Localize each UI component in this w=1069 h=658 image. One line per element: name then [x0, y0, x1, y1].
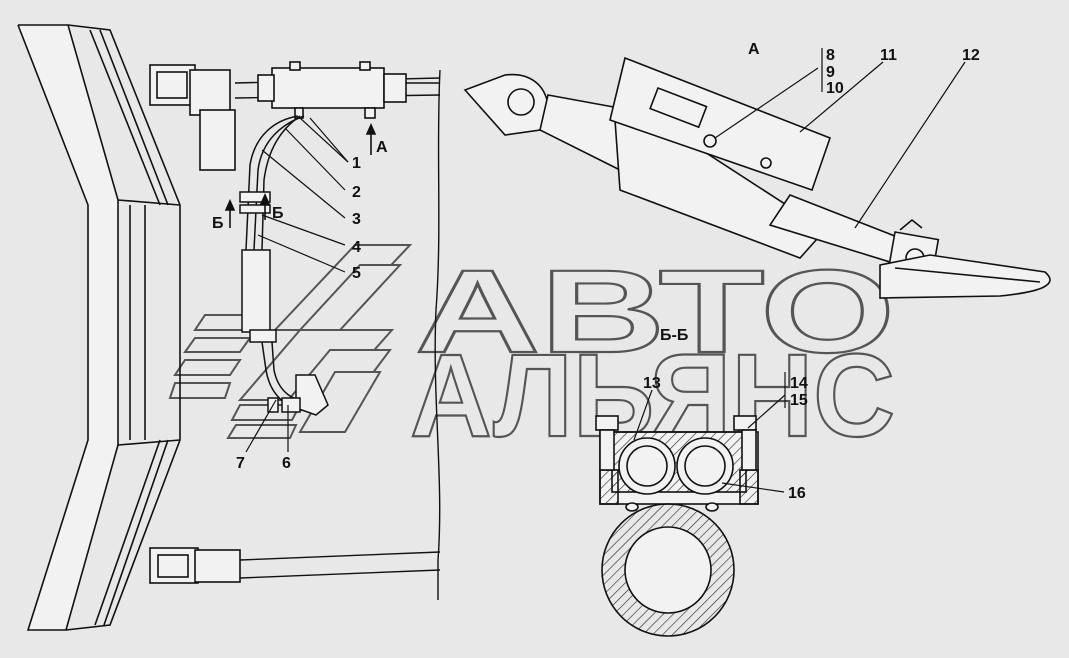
callout-5: 5 — [352, 265, 361, 282]
callout-leaders-section — [633, 372, 786, 493]
section-arrows — [224, 123, 377, 228]
section-bb-title: Б-Б — [660, 327, 688, 344]
callout-14: 14 — [790, 375, 808, 392]
callout-9: 9 — [826, 64, 835, 81]
callout-12: 12 — [962, 47, 980, 64]
callout-10: 10 — [826, 80, 844, 97]
view-a-title: А — [748, 41, 760, 58]
watermark-logo: АВТО АЛЬЯНС — [168, 244, 896, 463]
section-b-right-label: Б — [272, 205, 284, 222]
callout-3: 3 — [352, 211, 361, 228]
callout-16: 16 — [788, 485, 806, 502]
callout-2: 2 — [352, 184, 361, 201]
callout-13: 13 — [643, 375, 661, 392]
callout-leaders-left — [245, 117, 349, 453]
section-bb-drawing — [595, 415, 759, 637]
callout-1: 1 — [352, 155, 361, 172]
callout-6: 6 — [282, 455, 291, 472]
callout-7: 7 — [236, 455, 245, 472]
view-a-marker: А — [376, 139, 388, 156]
hydraulic-cylinder-top — [257, 61, 407, 119]
callout-leaders-right — [714, 48, 966, 229]
section-b-left-label: Б — [212, 215, 224, 232]
view-labels: А А Б Б Б-Б — [212, 41, 760, 344]
dozer-blade — [17, 24, 241, 631]
callout-11: 11 — [880, 47, 897, 64]
callout-4: 4 — [352, 239, 361, 256]
callout-15: 15 — [790, 392, 808, 409]
callout-8: 8 — [826, 47, 835, 64]
callout-labels: 1 2 3 4 5 6 7 8 9 10 11 12 13 14 15 16 — [236, 47, 980, 502]
watermark-line-1: АВТО — [415, 246, 895, 378]
view-a-cylinder — [463, 56, 1051, 299]
hose-assembly — [239, 115, 329, 416]
